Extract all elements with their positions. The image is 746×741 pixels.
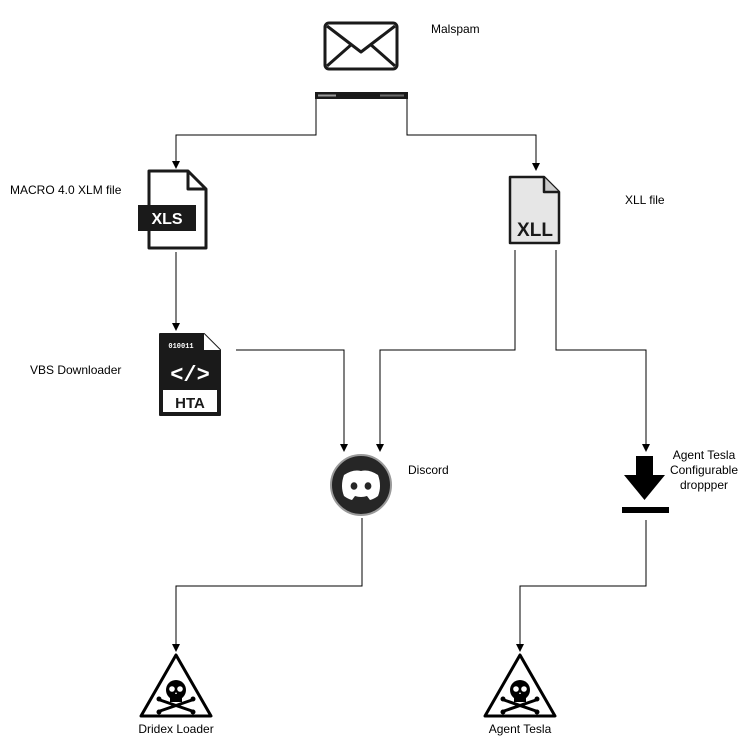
label-xll-file: XLL file [625, 193, 665, 207]
label-agent-tesla-dropper: Agent Tesla Configurable droppper [664, 448, 744, 493]
connectors [172, 99, 650, 652]
label-dridex-loader: Dridex Loader [138, 722, 214, 736]
edge-xll-dropper [555, 250, 650, 452]
hta-icon-code: 010011 [168, 343, 193, 351]
edge-dropper-agent-tesla [516, 520, 647, 652]
edge-malspam-xll [406, 99, 540, 171]
label-vbs-downloader: VBS Downloader [30, 363, 122, 377]
hta-file-icon: 010011 </> HTA [159, 333, 221, 416]
label-malspam: Malspam [431, 22, 480, 36]
xll-icon-text: XLL [517, 220, 553, 241]
hta-icon-glyph: </> [170, 363, 210, 388]
label-agent-tesla: Agent Tesla [488, 722, 552, 736]
label-macro-xlm-file: MACRO 4.0 XLM file [10, 183, 122, 197]
email-preview-bar [315, 92, 408, 99]
agent-tesla-skull-warning-icon [483, 653, 557, 718]
label-dropper-line-2: Configurable [669, 463, 739, 477]
edge-discord-dridex [172, 518, 363, 652]
hta-icon-text: HTA [175, 395, 205, 412]
label-discord: Discord [408, 463, 449, 477]
xll-file-icon: XLL [508, 175, 561, 245]
discord-icon [330, 454, 392, 516]
envelope-icon [323, 21, 399, 71]
download-icon [622, 456, 669, 513]
dridex-skull-warning-icon [139, 653, 213, 718]
xls-icon-text: XLS [151, 211, 182, 228]
xls-file-icon: XLS [138, 169, 208, 250]
label-dropper-line-3: droppper [679, 478, 729, 492]
edge-malspam-xls [172, 99, 317, 169]
label-dropper-line-1: Agent Tesla [672, 448, 736, 462]
edge-hta-discord [236, 349, 348, 452]
edge-xll-discord [376, 250, 516, 452]
